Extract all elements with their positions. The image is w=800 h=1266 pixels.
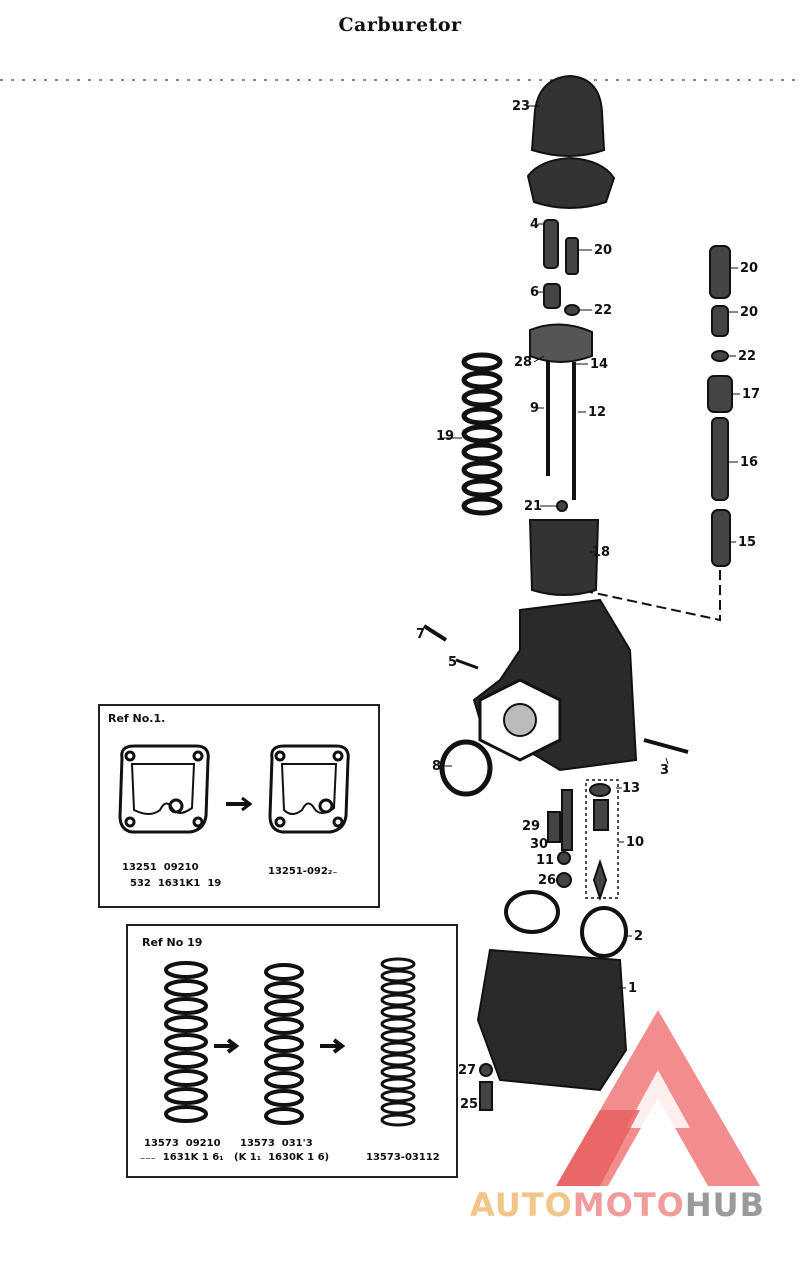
ref-no1-box: Ref No.1. 13251 09210 532 1631K1 19 1325… <box>98 704 380 908</box>
spring-mid <box>264 963 304 1125</box>
callout-15: 15 <box>738 535 757 550</box>
ref-no1-part-right: 13251-092₂₋ <box>268 866 338 877</box>
top-plate <box>529 323 593 363</box>
part-6 <box>543 283 561 309</box>
callout-25: 25 <box>460 1097 479 1112</box>
part-29 <box>547 811 561 843</box>
callout-19: 19 <box>436 429 455 444</box>
callout-20-right: 20 <box>740 305 759 320</box>
part-11 <box>557 851 571 865</box>
ref-no1-part-left-line1: 13251 09210 <box>122 862 199 873</box>
part-5 <box>455 658 479 670</box>
callout-16: 16 <box>740 455 759 470</box>
gasket-8 <box>439 739 493 797</box>
callout-12: 12 <box>588 405 607 420</box>
part-20-left <box>565 237 579 275</box>
ref-no19-part3: 13573-03112 <box>366 1152 440 1163</box>
watermark-text: AUTOMOTOHUB <box>470 1186 800 1224</box>
ref-no19-box: Ref No 19 13573 09210 ₋₋ <box>126 924 458 1178</box>
cap-ring <box>526 156 616 209</box>
assembly-line <box>589 570 721 622</box>
part-15 <box>711 509 731 567</box>
part-20-right-top <box>709 245 731 299</box>
watermark-text-hub: HUB <box>684 1186 766 1224</box>
callout-9: 9 <box>530 401 540 416</box>
part-7 <box>422 624 448 642</box>
ref-no19-part1-line2: ₋₋₋ 1631K 1 6₁ <box>140 1152 224 1163</box>
part-3 <box>643 738 689 754</box>
ref-no1-title: Ref No.1. <box>108 712 166 725</box>
needle-group <box>585 779 619 899</box>
callout-1: 1 <box>628 981 638 996</box>
callout-17: 17 <box>742 387 761 402</box>
throttle-slide <box>528 519 600 596</box>
callout-8: 8 <box>432 759 442 774</box>
callout-10: 10 <box>626 835 645 850</box>
needle-valve <box>593 799 609 831</box>
callout-6: 6 <box>530 285 540 300</box>
float-bowl <box>476 948 628 1092</box>
watermark-text-auto: AUTO <box>470 1186 573 1224</box>
part-30 <box>561 789 573 851</box>
callout-27: 27 <box>458 1063 477 1078</box>
part-16 <box>711 417 729 501</box>
callout-11: 11 <box>536 853 555 868</box>
callout-26: 26 <box>538 873 557 888</box>
callout-29: 29 <box>522 819 541 834</box>
callout-2: 2 <box>634 929 644 944</box>
callout-18: 18 <box>592 545 611 560</box>
ref-no19-part2-line2: (K 1₁ 1630K 1 6) <box>234 1152 330 1163</box>
ref-no1-part-left-line2: 532 1631K1 19 <box>130 878 222 889</box>
bore <box>503 703 537 737</box>
callout-14: 14 <box>590 357 609 372</box>
callout-23: 23 <box>512 99 531 114</box>
ref-no19-part1-line1: 13573 09210 <box>144 1138 221 1149</box>
callout-20: 20 <box>594 243 613 258</box>
callout-5: 5 <box>448 655 458 670</box>
part-25 <box>479 1081 493 1111</box>
callout-13: 13 <box>622 781 641 796</box>
ref-no1-gasket-drawing <box>118 744 350 834</box>
ref-no19-part2-line1: 13573 031'3 <box>240 1138 313 1149</box>
ref-no19-title: Ref No 19 <box>142 936 203 949</box>
float-right <box>580 906 628 958</box>
callout-28: 28 <box>514 355 533 370</box>
part-4 <box>543 219 559 269</box>
part-13 <box>589 783 611 797</box>
spring-new <box>380 957 416 1127</box>
spring-19 <box>461 352 503 516</box>
part-27 <box>479 1063 493 1077</box>
callout-22: 22 <box>594 303 613 318</box>
part-26 <box>556 872 572 888</box>
callout-21: 21 <box>524 499 543 514</box>
callout-7: 7 <box>416 627 426 642</box>
part-21 <box>556 500 568 512</box>
part-20-right <box>711 305 729 337</box>
watermark-text-moto: MOTO <box>572 1186 685 1224</box>
gasket-old <box>118 744 210 834</box>
callout-4: 4 <box>530 217 540 232</box>
cap-top <box>530 74 606 157</box>
callout-20-right-top: 20 <box>740 261 759 276</box>
page-title: Carburetor <box>338 14 462 36</box>
spring-old <box>164 961 208 1123</box>
callout-3: 3 <box>660 763 670 778</box>
callout-22-right: 22 <box>738 349 757 364</box>
callout-30: 30 <box>530 837 549 852</box>
gasket-new <box>268 744 350 834</box>
ref-no19-spring-drawing <box>164 957 416 1127</box>
float-left <box>504 890 560 934</box>
